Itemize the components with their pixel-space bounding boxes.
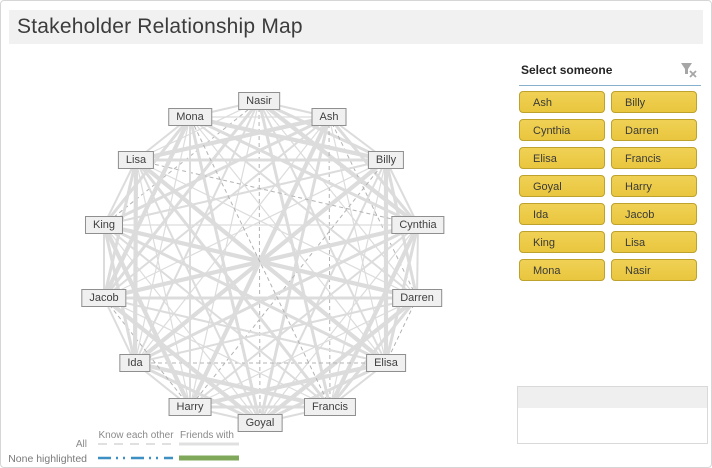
select-button-lisa[interactable]: Lisa bbox=[611, 231, 697, 253]
clear-filter-icon[interactable] bbox=[679, 60, 699, 80]
node-harry[interactable]: Harry bbox=[168, 398, 212, 416]
select-button-mona[interactable]: Mona bbox=[519, 259, 605, 281]
node-darren[interactable]: Darren bbox=[392, 289, 442, 307]
select-button-ash[interactable]: Ash bbox=[519, 91, 605, 113]
node-jacob[interactable]: Jacob bbox=[81, 289, 127, 307]
empty-card-header bbox=[518, 387, 707, 408]
empty-card bbox=[517, 386, 708, 444]
select-button-billy[interactable]: Billy bbox=[611, 91, 697, 113]
node-king[interactable]: King bbox=[84, 216, 124, 234]
select-button-jacob[interactable]: Jacob bbox=[611, 203, 697, 225]
select-button-goyal[interactable]: Goyal bbox=[519, 175, 605, 197]
slicer-underline bbox=[519, 85, 701, 86]
node-mona[interactable]: Mona bbox=[168, 108, 212, 126]
node-ash[interactable]: Ash bbox=[311, 108, 347, 126]
select-button-harry[interactable]: Harry bbox=[611, 175, 697, 197]
report-header: Stakeholder Relationship Map bbox=[9, 10, 703, 44]
node-ida[interactable]: Ida bbox=[119, 354, 151, 372]
node-goyal[interactable]: Goyal bbox=[237, 414, 283, 432]
node-francis[interactable]: Francis bbox=[303, 398, 357, 416]
node-lisa[interactable]: Lisa bbox=[117, 151, 155, 169]
select-button-elisa[interactable]: Elisa bbox=[519, 147, 605, 169]
select-button-nasir[interactable]: Nasir bbox=[611, 259, 697, 281]
node-nasir[interactable]: Nasir bbox=[238, 92, 280, 110]
select-button-king[interactable]: King bbox=[519, 231, 605, 253]
slicer-title: Select someone bbox=[521, 63, 613, 77]
legend-line-samples bbox=[98, 442, 239, 461]
page-title: Stakeholder Relationship Map bbox=[17, 15, 303, 38]
select-button-darren[interactable]: Darren bbox=[611, 119, 697, 141]
legend-row-none-highlighted-label: None highlighted bbox=[8, 453, 87, 465]
node-elisa[interactable]: Elisa bbox=[366, 354, 406, 372]
legend-col-friends-with: Friends with bbox=[180, 430, 234, 441]
legend-col-know-each-other: Know each other bbox=[98, 430, 174, 441]
node-billy[interactable]: Billy bbox=[367, 151, 405, 169]
select-button-ida[interactable]: Ida bbox=[519, 203, 605, 225]
node-cynthia[interactable]: Cynthia bbox=[391, 216, 445, 234]
legend-row-all-label: All bbox=[75, 439, 87, 450]
select-button-cynthia[interactable]: Cynthia bbox=[519, 119, 605, 141]
select-button-francis[interactable]: Francis bbox=[611, 147, 697, 169]
